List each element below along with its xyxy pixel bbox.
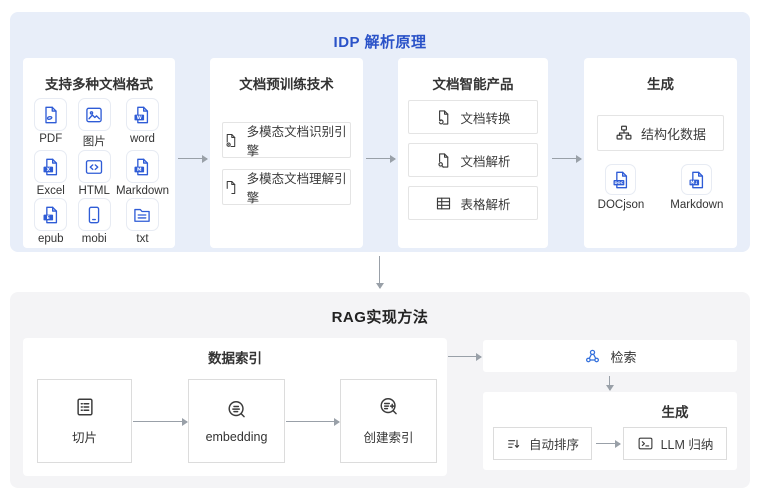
arrow-idp-to-rag (375, 256, 384, 289)
html-file-icon (86, 159, 103, 174)
embedding-icon (227, 400, 245, 417)
pretrain-recognize-box: 多模态文档识别引擎 (222, 122, 351, 158)
idp-section-title: IDP 解析原理 (333, 34, 427, 51)
table-parse-box: 表格解析 (408, 186, 538, 220)
markdown-file-icon: M↓ (689, 171, 703, 188)
doc-understand-icon: A (225, 180, 236, 195)
svg-text:W: W (137, 115, 142, 121)
auto-sort-icon (508, 439, 520, 448)
slice-icon (76, 398, 93, 416)
output-docjson: DOC DOCjson (598, 164, 644, 211)
arrow-products-to-generate (552, 154, 582, 163)
retrieval-card: 检索 (483, 340, 737, 372)
svg-text:DOC: DOC (614, 181, 623, 185)
generate-outputs: DOC DOCjson M↓ Markdown (584, 164, 737, 211)
format-item-html: HTML (72, 150, 115, 197)
llm-terminal-icon (638, 437, 653, 450)
doc-convert-icon (438, 109, 449, 125)
generate-card-title: 生成 (647, 77, 674, 92)
epub-file-icon: E (43, 206, 57, 223)
format-item-txt: txt (116, 198, 169, 245)
word-file-icon: W (134, 106, 149, 123)
doc-convert-box: 文档转换 (408, 100, 538, 134)
table-parse-icon (437, 197, 451, 209)
arrow-formats-to-pretrain (178, 154, 208, 163)
indexing-card: 数据索引 切片 embedding 创建索引 (23, 338, 447, 476)
structure-icon (616, 125, 632, 140)
mobi-device-icon (88, 206, 100, 223)
products-card-title: 文档智能产品 (432, 77, 514, 92)
markdown-file-icon: M (134, 158, 149, 175)
create-index-icon (379, 398, 397, 415)
doc-parse-icon (438, 152, 449, 168)
structured-data-box: 结构化数据 (597, 115, 724, 151)
pretrain-understand-box: A 多模态文档理解引擎 (222, 169, 351, 205)
svg-text:M: M (137, 167, 142, 173)
svg-text:X: X (46, 167, 50, 173)
txt-file-icon (134, 208, 151, 222)
rag-section-panel: RAG实现方法 数据索引 切片 embedding 创建索引 检索 (10, 292, 750, 488)
products-card: 文档智能产品 文档转换 文档解析 表格解析 (398, 58, 548, 248)
idp-section-panel: IDP 解析原理 支持多种文档格式 PDF 图片 W word X (10, 12, 750, 252)
format-item-mobi: mobi (72, 198, 115, 245)
formats-card: 支持多种文档格式 PDF 图片 W word X Excel (23, 58, 175, 248)
svg-text:E: E (46, 215, 49, 221)
generate-card: 生成 结构化数据 DOC DOCjson M↓ Markdown (584, 58, 737, 248)
rag-section-title: RAG实现方法 (331, 309, 429, 326)
embedding-step-box: embedding (188, 379, 285, 463)
rag-generation-card: 生成 自动排序 LLM 归纳 (483, 392, 737, 470)
format-item-image: 图片 (72, 98, 115, 149)
doc-parse-box: 文档解析 (408, 143, 538, 177)
format-item-epub: E epub (29, 198, 72, 245)
indexing-card-title: 数据索引 (208, 351, 262, 366)
llm-summarize-box: LLM 归纳 (623, 427, 727, 460)
pretrain-card: 文档预训练技术 多模态文档识别引擎 A 多模态文档理解引擎 (210, 58, 363, 248)
arrow-slice-to-embedding (133, 417, 188, 426)
pretrain-card-title: 文档预训练技术 (239, 77, 334, 92)
image-file-icon (86, 107, 102, 122)
arrow-sort-to-llm (596, 439, 621, 448)
arrow-pretrain-to-products (366, 154, 396, 163)
pdf-file-icon (45, 106, 57, 123)
create-index-step-box: 创建索引 (340, 379, 437, 463)
arrow-indexing-to-retrieval (448, 352, 482, 361)
retrieval-cluster-icon (586, 349, 600, 362)
formats-grid: PDF 图片 W word X Excel HTML (29, 98, 169, 245)
format-item-word: W word (116, 98, 169, 149)
formats-card-title: 支持多种文档格式 (45, 77, 153, 92)
format-item-excel: X Excel (29, 150, 72, 197)
format-item-pdf: PDF (29, 98, 72, 149)
arrow-embedding-to-index (286, 417, 340, 426)
slice-step-box: 切片 (37, 379, 132, 463)
doc-recognize-icon (225, 133, 236, 147)
output-markdown: M↓ Markdown (670, 164, 723, 211)
format-item-markdown: M Markdown (116, 150, 169, 197)
rag-generation-title: 生成 (661, 405, 689, 420)
auto-sort-box: 自动排序 (493, 427, 592, 460)
svg-text:M↓: M↓ (690, 180, 698, 185)
arrow-retrieval-to-generation (605, 376, 614, 391)
excel-file-icon: X (43, 158, 57, 175)
docjson-file-icon: DOC (613, 171, 628, 188)
